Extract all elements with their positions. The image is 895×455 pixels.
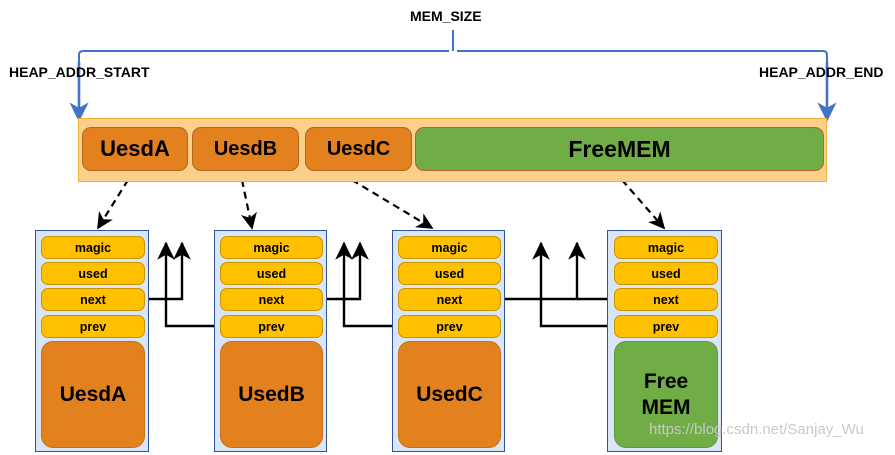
field-next: next bbox=[398, 288, 501, 311]
node-body-3: Free MEM bbox=[614, 341, 718, 448]
list-node-0[interactable]: magic used next prev UesdA bbox=[35, 230, 149, 452]
field-used: used bbox=[614, 262, 718, 285]
field-prev: prev bbox=[220, 315, 323, 338]
field-used: used bbox=[398, 262, 501, 285]
field-prev: prev bbox=[614, 315, 718, 338]
node-body-0: UesdA bbox=[41, 341, 145, 448]
pointer-next-2-3 bbox=[327, 241, 369, 301]
list-node-3[interactable]: magic used next prev Free MEM bbox=[607, 230, 722, 452]
field-used: used bbox=[41, 262, 145, 285]
mem-size-bracket bbox=[78, 30, 828, 62]
field-prev: prev bbox=[41, 315, 145, 338]
pointer-prev-2-1 bbox=[157, 241, 214, 328]
field-magic: magic bbox=[614, 236, 718, 259]
field-used: used bbox=[220, 262, 323, 285]
mem-block-0[interactable]: UesdA bbox=[82, 127, 188, 171]
field-prev: prev bbox=[398, 315, 501, 338]
list-node-1[interactable]: magic used next prev UsedB bbox=[214, 230, 327, 452]
watermark-text: https://blog.csdn.net/Sanjay_Wu bbox=[649, 421, 864, 438]
pointer-next-3-4 bbox=[505, 241, 586, 301]
mem-size-label: MEM_SIZE bbox=[410, 8, 482, 24]
pointer-prev-4-3 bbox=[532, 241, 607, 328]
list-node-2[interactable]: magic used next prev UsedC bbox=[392, 230, 505, 452]
pointer-next-1-2 bbox=[149, 241, 191, 301]
field-magic: magic bbox=[220, 236, 323, 259]
pointer-prev-3-2 bbox=[335, 241, 392, 328]
heap-addr-end-label: HEAP_ADDR_END bbox=[759, 64, 884, 80]
field-next: next bbox=[41, 288, 145, 311]
mem-block-2[interactable]: UesdC bbox=[305, 127, 412, 171]
field-magic: magic bbox=[41, 236, 145, 259]
node-body-2: UsedC bbox=[398, 341, 501, 448]
field-next: next bbox=[614, 288, 718, 311]
field-magic: magic bbox=[398, 236, 501, 259]
field-next: next bbox=[220, 288, 323, 311]
memory-bar: UesdA UesdB UesdC FreeMEM bbox=[78, 118, 827, 182]
heap-addr-start-label: HEAP_ADDR_START bbox=[9, 64, 150, 80]
mem-block-1[interactable]: UesdB bbox=[192, 127, 299, 171]
block-to-node-connectors bbox=[97, 179, 666, 230]
node-body-1: UsedB bbox=[220, 341, 323, 448]
mem-block-3[interactable]: FreeMEM bbox=[415, 127, 824, 171]
